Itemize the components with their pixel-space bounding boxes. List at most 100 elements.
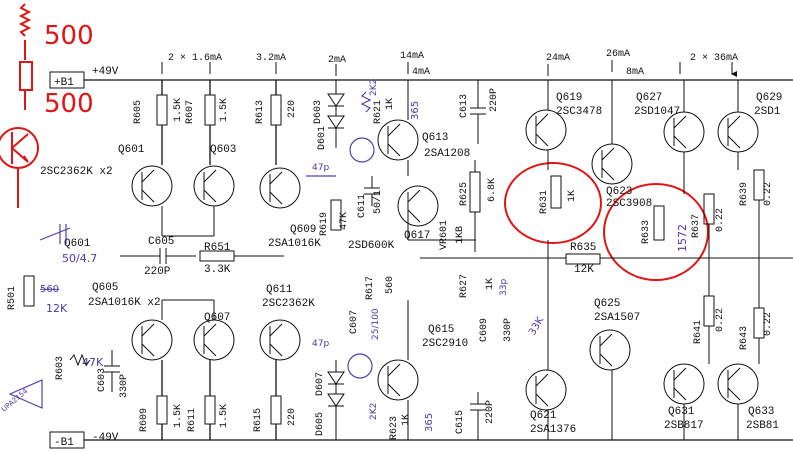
q615-label: Q615 [428,324,454,336]
d605-label: D605 [315,412,326,436]
opamp-symbol [8,379,43,409]
q619-label: Q619 [556,92,582,104]
c605-value: 220P [144,266,171,278]
q631-label: Q631 [668,406,695,418]
r605-value: 1.5K [173,98,184,122]
r501-note: 12K [46,302,68,315]
c613-value: 220P [489,88,500,112]
r617-label: R617 [365,276,376,300]
r635-label: R635 [570,242,596,254]
q617-type: 2SD600K [348,240,395,252]
r621-value: 1K [385,98,396,110]
r633-body [653,205,665,241]
r501-body [23,275,35,307]
vr601-value: 1KB [455,226,466,244]
r609-label: R609 [139,408,150,432]
current-annotations: 2 × 1.6mA 3.2mA 2mA 14mA 4mA 24mA 26mA 8… [161,49,738,78]
r603-label: R603 [55,356,66,380]
current-c5: 4mA [412,67,430,78]
r651-label: R651 [204,242,231,254]
r641-body [703,295,715,327]
q601-cap-label: Q601 [64,238,91,250]
neg-rail-voltage: -49V [92,432,119,444]
q615-type: 2SC2910 [422,338,468,350]
r637-value: 0.22 [715,208,726,232]
q627-type: 2SD1047 [634,106,680,118]
q621-label: Q621 [530,410,557,422]
r501-old: 560 [40,284,59,295]
positive-rail: +B1 +49V [49,66,793,89]
q633-type: 2SB81 [746,420,779,432]
q623-type: 2SC3908 [606,198,652,210]
r607-value: 1.5K [219,98,230,122]
c613-label: C613 [459,94,470,118]
r641-label: R641 [693,320,704,344]
output-stage: Q619 2SC3478 R631 1K Q623 2SC3908 R633 1… [420,80,793,440]
q629-type: 2SD1 [754,106,781,118]
r623b-note: 2K2 [369,403,379,420]
d603-label: D603 [313,100,324,124]
r625-body [469,171,481,213]
r621-label: R621 [373,100,384,124]
q619-type: 2SC3478 [556,106,602,118]
c603-value: 330P [119,374,130,398]
r623-value: 1K [401,414,412,426]
r641-value: 0.22 [715,308,726,332]
r635-body [565,253,601,265]
d607-label: D607 [315,372,326,396]
c47p-bot: 47p [312,339,329,349]
q625-label: Q625 [594,298,620,310]
q633-label: Q633 [748,406,774,418]
q623-label: Q623 [606,186,632,198]
r637-label: R637 [691,214,702,238]
q617-symbol [397,185,439,227]
r631-label: R631 [539,190,550,214]
r623-note: 365 [424,413,435,432]
c603-label: C603 [97,368,108,392]
q609-label: Q609 [290,224,316,236]
q621-symbol [525,369,567,411]
r609-body [156,395,168,425]
r631-value: 1K [567,190,578,202]
c615-label: C615 [455,410,466,434]
r605-label: R605 [133,100,144,124]
c47p-top: 47p [312,163,329,173]
current-c1: 2 × 1.6mA [168,53,222,64]
r613-label: R613 [255,100,266,124]
q627-label: Q627 [636,92,662,104]
c611-label: C611 [357,194,368,218]
c615-value: 220P [485,400,496,424]
q609-symbol [259,167,301,209]
red-annotation-group: 500 500 [0,3,709,281]
r617-value: 560 [385,276,396,294]
red-circle-r631 [504,162,602,244]
r631-body [550,175,562,209]
q613-type: 2SA1208 [424,148,470,160]
c609-label: C609 [479,318,490,342]
r621-note: 365 [410,101,421,120]
r627-label: R627 [459,274,470,298]
neg-rail-label: -B1 [54,437,74,449]
red-note-1: 500 [44,21,94,51]
r615-label: R615 [253,408,264,432]
negative-rail: -B1 -49V [49,431,793,449]
r615-value: 220 [287,408,298,426]
r633-note: 1572 [676,224,689,252]
r633-label: R633 [641,220,652,244]
r639-label: R639 [739,182,750,206]
q611-symbol [259,319,301,361]
r643-label: R643 [739,326,750,350]
pos-rail-label: +B1 [54,77,74,89]
c611-value: 50/1 [372,190,384,214]
r607-label: R607 [185,100,196,124]
q601-symbol [131,165,173,207]
q619-symbol [525,109,567,151]
current-c7: 26mA [606,49,630,60]
r619-body [330,199,342,231]
q605-symbol [131,319,173,361]
vas-stage: D601 D603 R621 1K 365 2K2 Q613 2SA1208 C… [306,79,546,440]
r605-body [156,94,168,126]
r639-value: 0.22 [763,182,774,206]
